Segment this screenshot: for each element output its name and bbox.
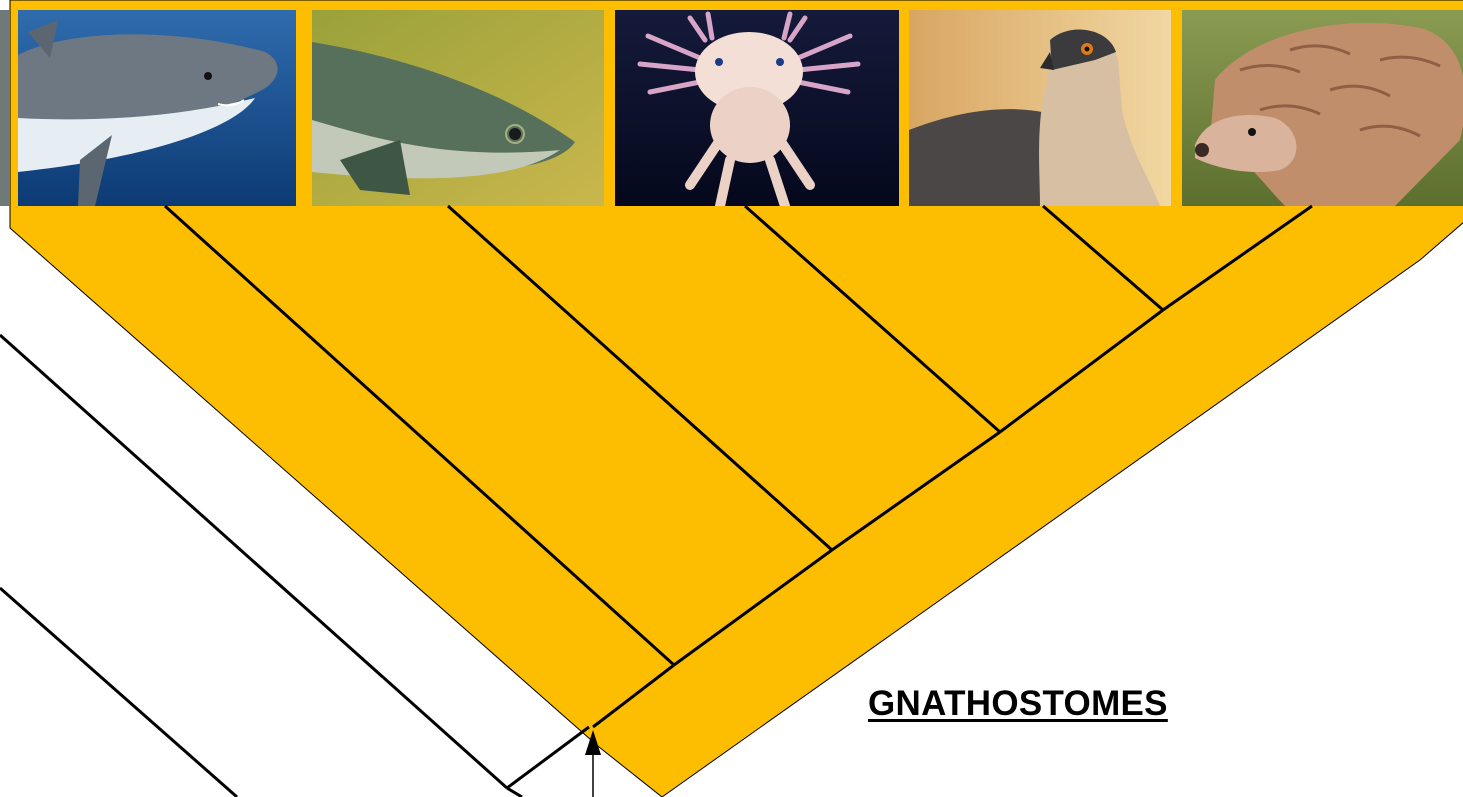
shark-photo bbox=[0, 10, 296, 206]
pangolin-photo bbox=[1182, 10, 1463, 206]
hawk-photo bbox=[909, 10, 1171, 206]
clade-label: GNATHOSTOMES bbox=[868, 684, 1168, 724]
axolotl-photo bbox=[615, 10, 899, 206]
salmon-photo bbox=[312, 10, 604, 206]
